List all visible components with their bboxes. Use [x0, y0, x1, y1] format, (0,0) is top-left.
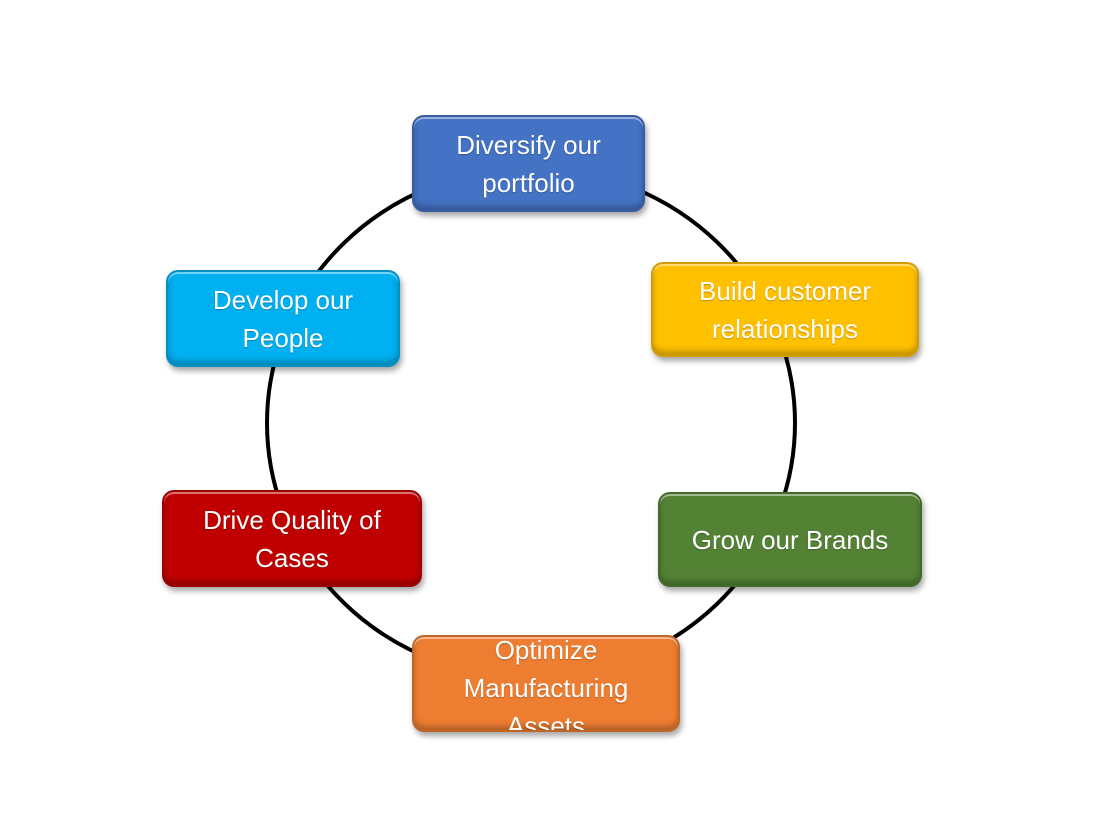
- node-label: Build customer relationships: [699, 275, 871, 344]
- node-label: Diversify our portfolio: [456, 129, 601, 198]
- node-drive-quality-of-cases: Drive Quality of Cases: [162, 490, 422, 587]
- node-optimize-manufacturing-assets: Optimize Manufacturing Assets: [412, 635, 680, 732]
- node-label: Grow our Brands: [691, 524, 889, 555]
- node-diversify-portfolio: Diversify our portfolio: [412, 115, 645, 212]
- node-develop-people: Develop our People: [166, 270, 400, 367]
- node-label: Optimize Manufacturing Assets: [463, 635, 629, 732]
- node-label: Develop our People: [212, 284, 354, 353]
- node-build-customer-relationships: Build customer relationships: [651, 262, 919, 357]
- node-label: Drive Quality of Cases: [203, 504, 381, 573]
- cycle-connector-ring: [265, 166, 797, 680]
- node-grow-brands: Grow our Brands: [658, 492, 922, 587]
